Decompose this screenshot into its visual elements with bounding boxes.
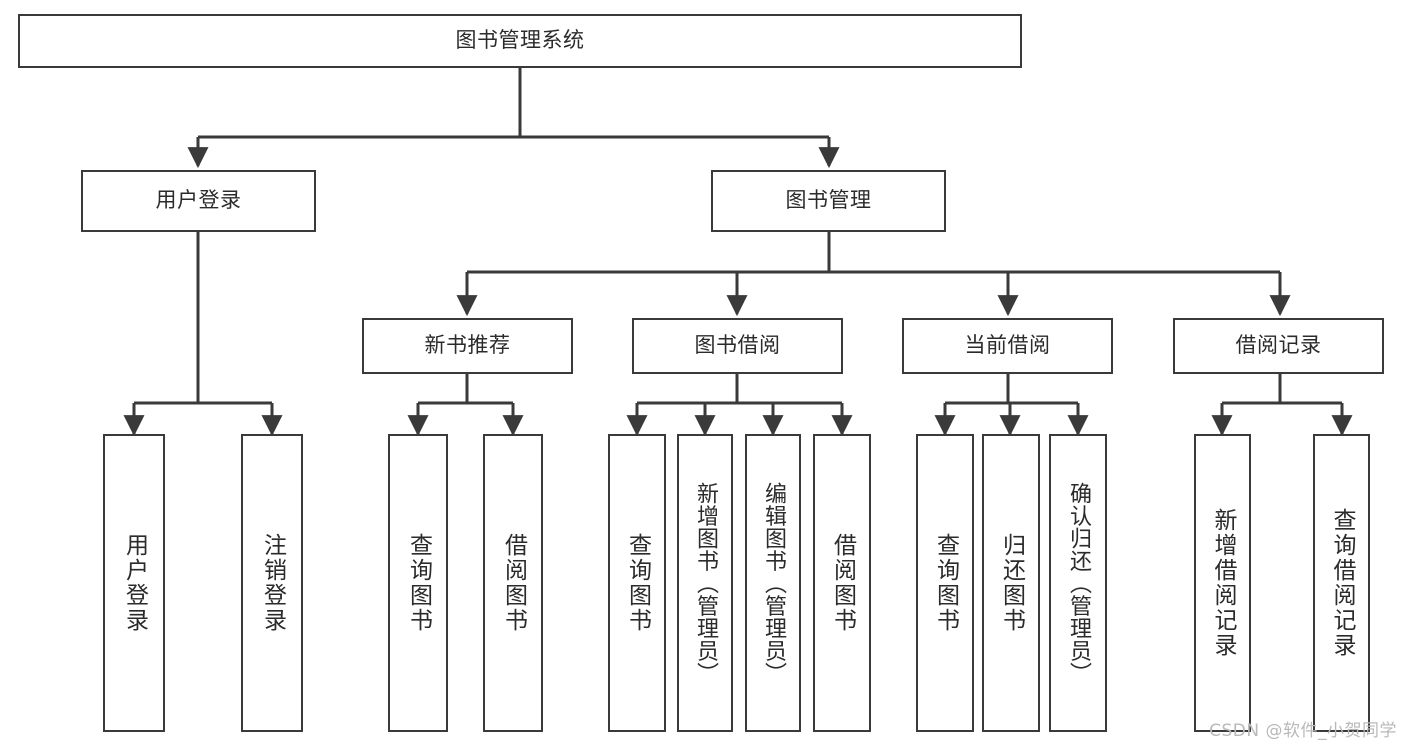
node-book-borrow[interactable]: 图书借阅 <box>632 318 843 374</box>
node-label: 借阅图书 <box>829 533 856 633</box>
node-current-borrow[interactable]: 当前借阅 <box>902 318 1113 374</box>
node-label: 用户登录 <box>155 188 242 213</box>
node-label: 图书管理 <box>785 188 872 213</box>
node-label: 新增图书（管理员） <box>693 481 718 685</box>
node-label: 查询图书 <box>405 533 432 633</box>
node-user-login[interactable]: 用户登录 <box>81 170 316 232</box>
node-label: 新增借阅记录 <box>1210 508 1236 658</box>
node-root-system[interactable]: 图书管理系统 <box>18 14 1022 68</box>
node-book-manage[interactable]: 图书管理 <box>711 170 946 232</box>
leaf-query-book-newrec[interactable]: 查询图书 <box>388 434 448 732</box>
node-label: 图书借阅 <box>694 333 781 358</box>
leaf-return-book[interactable]: 归还图书 <box>982 434 1040 732</box>
node-label: 注销登录 <box>259 533 286 633</box>
node-label: 图书管理系统 <box>455 28 585 53</box>
leaf-borrow-book-newrec[interactable]: 借阅图书 <box>483 434 543 732</box>
leaf-borrow-book[interactable]: 借阅图书 <box>813 434 871 732</box>
node-label: 查询图书 <box>932 533 959 633</box>
leaf-add-borrow-record[interactable]: 新增借阅记录 <box>1194 434 1251 732</box>
csdn-watermark: CSDN @软件_小贺同学 <box>1209 721 1397 741</box>
node-borrow-record[interactable]: 借阅记录 <box>1173 318 1384 374</box>
leaf-user-login[interactable]: 用户登录 <box>103 434 165 732</box>
leaf-query-book-current[interactable]: 查询图书 <box>916 434 974 732</box>
node-label: 归还图书 <box>998 533 1025 633</box>
node-label: 新书推荐 <box>424 333 511 358</box>
node-label: 借阅记录 <box>1235 333 1322 358</box>
node-label: 借阅图书 <box>500 533 527 633</box>
node-label: 编辑图书（管理员） <box>761 481 786 685</box>
node-label: 确认归还（管理员） <box>1066 481 1091 685</box>
node-label: 当前借阅 <box>964 333 1051 358</box>
leaf-confirm-return-admin[interactable]: 确认归还（管理员） <box>1049 434 1107 732</box>
leaf-logout[interactable]: 注销登录 <box>241 434 303 732</box>
leaf-edit-book-admin[interactable]: 编辑图书（管理员） <box>745 434 801 732</box>
node-new-book-recommend[interactable]: 新书推荐 <box>362 318 573 374</box>
node-label: 查询借阅记录 <box>1329 508 1355 658</box>
leaf-add-book-admin[interactable]: 新增图书（管理员） <box>677 434 733 732</box>
node-label: 用户登录 <box>121 533 148 633</box>
leaf-query-book-borrow[interactable]: 查询图书 <box>608 434 666 732</box>
leaf-query-borrow-record[interactable]: 查询借阅记录 <box>1313 434 1370 732</box>
node-label: 查询图书 <box>624 533 651 633</box>
